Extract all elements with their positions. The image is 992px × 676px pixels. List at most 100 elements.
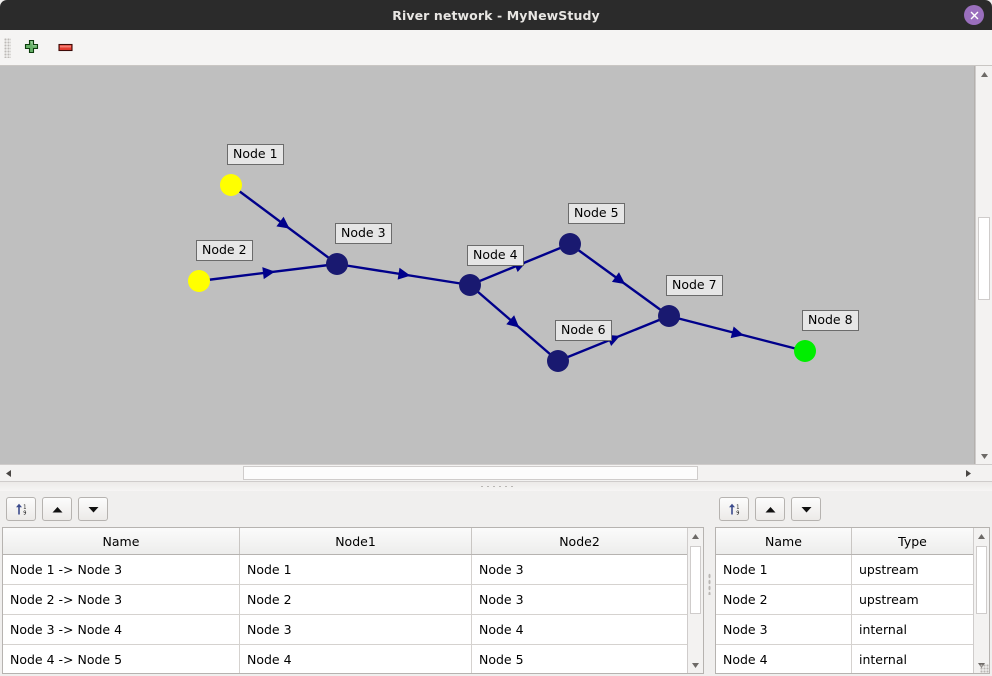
table-cell[interactable]: upstream — [851, 554, 973, 585]
table-cell[interactable]: Node 4 — [471, 614, 687, 645]
canvas-horizontal-scrollbar[interactable] — [0, 464, 992, 481]
column-header-node1[interactable]: Node1 — [239, 528, 472, 555]
graph-node[interactable] — [559, 233, 581, 255]
triangle-up-icon — [52, 506, 62, 512]
reaches-scroll-up-button[interactable] — [688, 528, 703, 544]
table-cell[interactable]: Node 3 — [239, 614, 472, 645]
canvas-scroll-right-button[interactable] — [960, 465, 976, 481]
canvas-scroll-up-button[interactable] — [976, 66, 992, 82]
table-cell[interactable]: Node 5 — [471, 644, 687, 673]
graph-node[interactable] — [220, 174, 242, 196]
table-cell[interactable]: upstream — [851, 584, 973, 615]
graph-node-label[interactable]: Node 8 — [802, 310, 859, 331]
close-button[interactable] — [964, 5, 984, 25]
canvas-hscroll-thumb[interactable] — [242, 466, 698, 480]
table-cell[interactable]: Node 1 — [239, 554, 472, 585]
add-button[interactable] — [17, 34, 45, 62]
table-cell[interactable]: internal — [851, 644, 973, 673]
network-graph-canvas[interactable]: Node 1 Node 2 Node 3 Node 4 Node 5 Node 6 Node… — [0, 66, 975, 464]
vertical-splitter[interactable] — [706, 491, 713, 676]
nodes-move-up-button[interactable] — [755, 497, 785, 521]
column-header-node2[interactable]: Node2 — [471, 528, 687, 555]
canvas-vscroll-thumb[interactable] — [978, 217, 990, 300]
canvas-scroll-left-button[interactable] — [0, 465, 16, 481]
table-cell[interactable]: Node 3 — [471, 584, 687, 615]
table-cell[interactable]: Node 1 — [716, 554, 852, 585]
graph-node[interactable] — [459, 274, 481, 296]
delete-button[interactable] — [51, 34, 79, 62]
table-cell[interactable]: Node 4 -> Node 5 — [3, 644, 240, 673]
table-cell[interactable]: internal — [851, 614, 973, 645]
graph-node[interactable] — [547, 350, 569, 372]
triangle-up-icon — [692, 533, 699, 539]
nodes-vscroll-track[interactable] — [974, 544, 989, 657]
table-cell[interactable]: Node 3 — [716, 614, 852, 645]
network-graph-svg — [188, 174, 816, 372]
table-cell[interactable]: Node 2 — [716, 584, 852, 615]
reaches-sort-button[interactable]: 1 9 — [6, 497, 36, 521]
triangle-up-icon — [765, 506, 775, 512]
graph-node-label[interactable]: Node 2 — [196, 240, 253, 261]
table-cell[interactable]: Node 3 -> Node 4 — [3, 614, 240, 645]
canvas-scroll-down-button[interactable] — [976, 448, 992, 464]
graph-node[interactable] — [658, 305, 680, 327]
column-header-name[interactable]: Name — [716, 528, 852, 555]
reaches-scroll-down-button[interactable] — [688, 657, 703, 673]
reaches-vscroll-track[interactable] — [688, 544, 703, 657]
graph-node-label[interactable]: Node 7 — [666, 275, 723, 296]
table-cell[interactable]: Node 2 -> Node 3 — [3, 584, 240, 615]
toolbar-drag-handle[interactable] — [4, 37, 11, 58]
graph-node-label[interactable]: Node 1 — [227, 144, 284, 165]
column-header-type[interactable]: Type — [851, 528, 973, 555]
red-minus-icon — [57, 43, 73, 52]
graph-node-label[interactable]: Node 5 — [568, 203, 625, 224]
reaches-move-up-button[interactable] — [42, 497, 72, 521]
column-header-name[interactable]: Name — [3, 528, 240, 555]
triangle-down-icon — [88, 506, 98, 512]
table-cell[interactable]: Node 2 — [239, 584, 472, 615]
table-cell[interactable]: Node 3 — [471, 554, 687, 585]
horizontal-splitter[interactable] — [0, 481, 992, 491]
canvas-hscroll-track[interactable] — [16, 465, 960, 481]
graph-node-label[interactable]: Node 4 — [467, 245, 524, 266]
graph-node[interactable] — [188, 270, 210, 292]
nodes-move-down-button[interactable] — [791, 497, 821, 521]
nodes-vertical-scrollbar[interactable] — [973, 528, 989, 673]
graph-node-label[interactable]: Node 3 — [335, 223, 392, 244]
graph-node[interactable] — [326, 253, 348, 275]
splitter-grip-icon — [479, 485, 513, 488]
nodes-toolbar: 1 9 — [713, 491, 992, 527]
canvas-vscroll-track[interactable] — [976, 82, 992, 448]
table-cell[interactable]: Node 4 — [716, 644, 852, 673]
reaches-vscroll-thumb[interactable] — [690, 546, 701, 614]
table-cell[interactable]: Node 4 — [239, 644, 472, 673]
nodes-scroll-up-button[interactable] — [974, 528, 989, 544]
table-cell[interactable]: Node 1 -> Node 3 — [3, 554, 240, 585]
nodes-vscroll-thumb[interactable] — [976, 546, 987, 614]
graph-node-label[interactable]: Node 6 — [555, 320, 612, 341]
canvas-vertical-scrollbar[interactable] — [975, 66, 992, 464]
title-bar: River network - MyNewStudy — [0, 0, 992, 30]
graph-edge-arrow-icon — [397, 267, 411, 280]
graph-edge-arrow-icon — [276, 216, 290, 229]
reaches-move-down-button[interactable] — [78, 497, 108, 521]
graph-node[interactable] — [794, 340, 816, 362]
reaches-vertical-scrollbar[interactable] — [687, 528, 703, 673]
window-resize-grip[interactable] — [980, 664, 990, 674]
nodes-sort-button[interactable]: 1 9 — [719, 497, 749, 521]
graph-edge-arrow-icon — [262, 267, 275, 280]
